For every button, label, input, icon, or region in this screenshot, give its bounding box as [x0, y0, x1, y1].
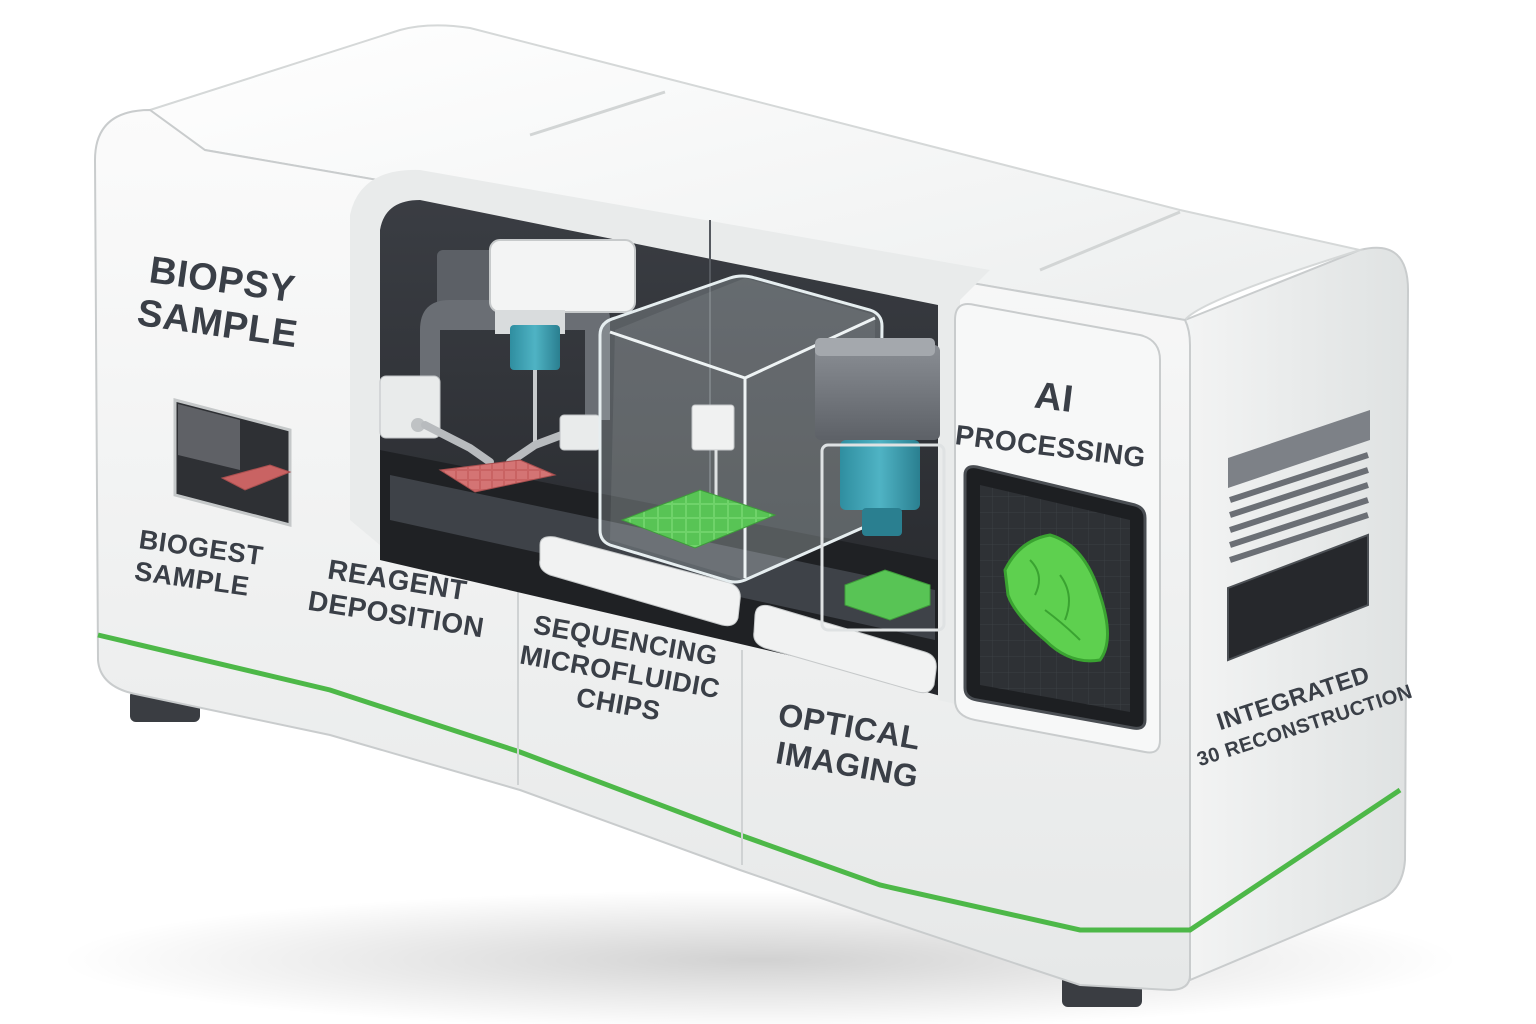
camera-lens [840, 440, 920, 510]
reagent-arm [421, 421, 494, 466]
sample-slot-inner [178, 404, 240, 470]
top-seam-2 [1039, 210, 1181, 272]
microfluidic-chip [620, 489, 777, 549]
arm-joint-icon [411, 418, 425, 432]
vent-top [1228, 410, 1370, 488]
reconstruction-texture [1029, 559, 1081, 641]
vent-slats [1229, 452, 1369, 563]
vent-grille [1227, 533, 1369, 662]
label-ai-line1: AI [1032, 375, 1076, 421]
imaging-frame [820, 443, 946, 632]
dispenser-teal [510, 325, 560, 370]
camera-block-top [815, 338, 935, 356]
ledge-2 [753, 604, 937, 694]
top-seam-1 [529, 90, 666, 137]
ledge-1 [539, 536, 741, 627]
cube-inner-block [691, 404, 735, 451]
tissue-sample [438, 459, 557, 493]
camera-lens-tip [862, 508, 902, 536]
imaging-sample [844, 569, 931, 621]
camera-block [815, 345, 940, 440]
accent-stripe [97, 632, 1402, 933]
arm-clamp [559, 414, 601, 451]
conveyor-track [390, 475, 935, 640]
reconstruction-model-icon [1003, 533, 1109, 663]
dispenser-head [489, 239, 636, 313]
slot-sample [220, 464, 292, 491]
